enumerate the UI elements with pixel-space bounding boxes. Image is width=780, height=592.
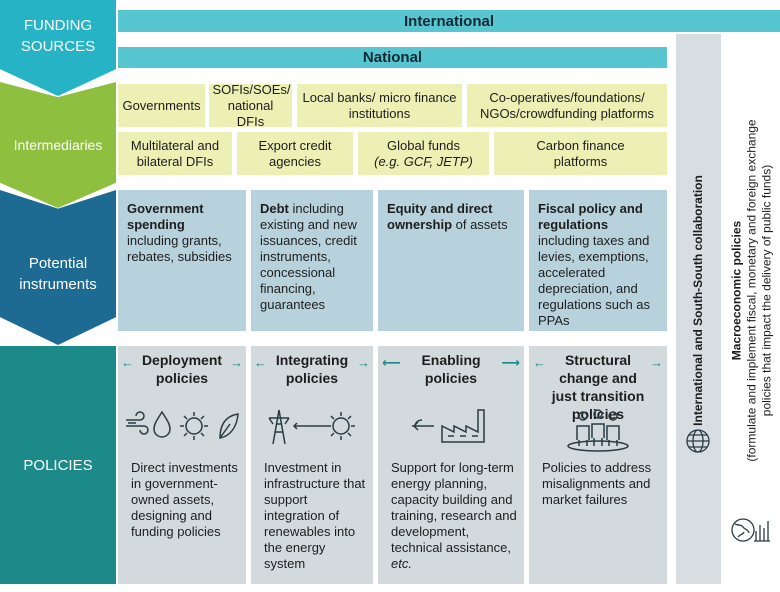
policy-title: Structural change and just transition po…	[551, 352, 645, 422]
intermediary-carbon-finance: Carbon finance platforms	[494, 132, 667, 175]
policy-title: Integrating policies	[275, 352, 349, 386]
collaboration-label: International and South-South collaborat…	[691, 174, 706, 426]
intermediary-global-funds: Global funds (e.g. GCF, JETP)	[358, 132, 489, 175]
intermediary-multilateral: Multilateral and bilateral DFIs	[118, 132, 232, 175]
instrument-equity: Equity and direct ownership of assets	[378, 190, 524, 331]
collaboration-panel	[676, 34, 721, 584]
instrument-government-spending: Government spending including grants, re…	[118, 190, 246, 331]
policy-title: Deployment policies	[141, 352, 223, 386]
international-band: International	[118, 10, 780, 32]
arrow-left-icon: ←	[254, 355, 267, 370]
intermediaries-label: Intermediaries	[13, 137, 103, 153]
macro-text: Macroeconomic policies (formulate and im…	[730, 110, 775, 470]
policy-description: Investment in infrastructure that suppor…	[264, 460, 366, 571]
policy-enabling: ⟵ ⟶ Enabling policies Support for long-t…	[378, 346, 524, 584]
macro-panel	[724, 34, 780, 584]
policy-deployment: ← → Deployment policies Direct investmen…	[118, 346, 246, 584]
national-band: National	[118, 47, 667, 68]
arrow-left-icon: ←	[121, 355, 134, 370]
collaboration-vertical: International and South-South collaborat…	[676, 150, 721, 450]
policies-chevron: POLICIES	[0, 346, 116, 584]
international-label: International	[403, 12, 494, 30]
intermediary-cooperatives: Co-operatives/foundations/ NGOs/crowdfun…	[467, 84, 667, 127]
intermediaries-chevron: Intermediaries	[0, 82, 116, 208]
arrow-right-icon: ⟶	[501, 355, 520, 370]
globe-chart-icon	[731, 518, 770, 542]
policy-integrating: ← → Integrating policies Investment in i…	[251, 346, 373, 584]
macro-title: Macroeconomic policies	[729, 220, 744, 360]
pylon-sun-icon	[268, 409, 355, 445]
arrow-right-icon: →	[650, 355, 663, 370]
policy-description: Policies to address misalignments and ma…	[542, 460, 652, 507]
intermediary-sofis: SOFIs/SOEs/ national DFIs	[209, 82, 292, 129]
intermediary-governments: Governments	[118, 84, 205, 127]
arrow-right-icon: →	[230, 355, 243, 370]
policy-structural-change: ← → Structural change and just transitio…	[529, 346, 667, 584]
policy-description: Support for long-term energy planning, c…	[391, 460, 517, 571]
people-group-icon	[567, 409, 629, 452]
factory-icon	[412, 409, 485, 443]
instrument-debt: Debt including existing and new issuance…	[251, 190, 373, 331]
policy-description: Direct investments in government-owned a…	[131, 460, 238, 539]
policies-label: POLICIES	[23, 456, 93, 474]
funding-sources-label: FUNDING SOURCES	[20, 17, 96, 55]
arrow-left-icon: ⟵	[382, 355, 401, 370]
macro-vertical: Macroeconomic policies (formulate and im…	[724, 70, 780, 510]
intermediary-local-banks: Local banks/ micro finance institutions	[297, 84, 462, 127]
national-label: National	[362, 49, 423, 66]
arrow-left-icon: ←	[533, 355, 546, 370]
instruments-label: Potential instruments	[19, 254, 97, 293]
wind-water-sun-leaf-icon	[126, 410, 239, 440]
instruments-chevron: Potential instruments	[0, 190, 116, 345]
funding-sources-chevron: FUNDING SOURCES	[0, 0, 116, 96]
instrument-fiscal-policy: Fiscal policy and regulations including …	[529, 190, 667, 331]
intermediary-export-credit: Export credit agencies	[237, 132, 353, 175]
arrow-right-icon: →	[357, 355, 370, 370]
policy-title: Enabling policies	[421, 352, 481, 386]
globe-icon	[686, 429, 710, 453]
macro-description: (formulate and implement fiscal, monetar…	[744, 118, 774, 462]
